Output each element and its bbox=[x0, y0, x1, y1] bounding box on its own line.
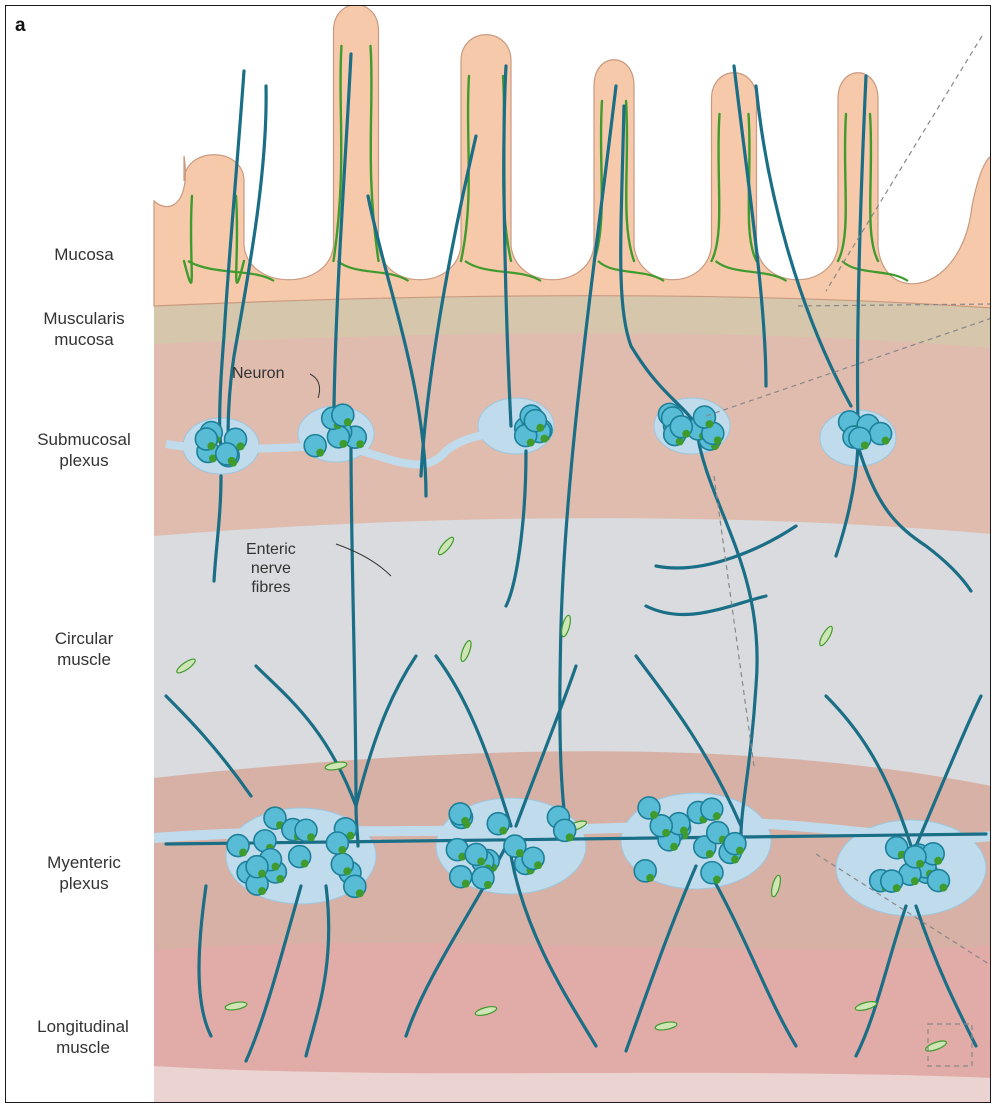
glial-cell bbox=[650, 811, 658, 819]
glial-cell bbox=[934, 857, 942, 865]
glial-cell bbox=[682, 430, 690, 438]
label-longitudinal-muscle: Longitudinal muscle bbox=[8, 1016, 158, 1058]
glial-cell bbox=[527, 439, 535, 447]
glial-cell bbox=[228, 457, 236, 465]
gut-wall-diagram bbox=[6, 6, 991, 1103]
label-circular-muscle: Circular muscle bbox=[14, 628, 154, 670]
glial-cell bbox=[461, 817, 469, 825]
glial-cell bbox=[516, 849, 524, 857]
glial-cell bbox=[706, 850, 714, 858]
glial-cell bbox=[736, 847, 744, 855]
label-myenteric-line-2: plexus bbox=[14, 873, 154, 894]
glial-cell bbox=[713, 812, 721, 820]
glial-cell bbox=[534, 861, 542, 869]
callout-fibres-line-2: nerve bbox=[246, 559, 296, 578]
label-longitudinal-line-1: Longitudinal bbox=[8, 1016, 158, 1037]
glial-cell bbox=[911, 877, 919, 885]
glial-cell bbox=[484, 881, 492, 889]
glial-cell bbox=[237, 442, 245, 450]
glial-cell bbox=[338, 846, 346, 854]
label-muscularis-line-1: Muscularis bbox=[14, 308, 154, 329]
glial-cell bbox=[356, 889, 364, 897]
label-submucosal-plexus: Submucosal plexus bbox=[10, 429, 158, 471]
glial-cell bbox=[339, 440, 347, 448]
glial-cell bbox=[713, 876, 721, 884]
glial-cell bbox=[536, 424, 544, 432]
glial-cell bbox=[272, 863, 280, 871]
glial-cell bbox=[731, 855, 739, 863]
glial-cell bbox=[861, 441, 869, 449]
glial-cell bbox=[499, 827, 507, 835]
glial-cell bbox=[670, 843, 678, 851]
panel-letter: a bbox=[15, 15, 26, 37]
label-muscularis-line-2: mucosa bbox=[14, 329, 154, 350]
glial-cell bbox=[540, 435, 548, 443]
glial-cell bbox=[714, 436, 722, 444]
glial-cell bbox=[676, 438, 684, 446]
glial-cell bbox=[705, 420, 713, 428]
glial-cell bbox=[893, 884, 901, 892]
label-mucosa: Mucosa bbox=[14, 244, 154, 265]
glial-cell bbox=[344, 418, 352, 426]
glial-cell bbox=[301, 860, 309, 868]
glial-cell bbox=[239, 849, 247, 857]
glial-cell bbox=[356, 440, 364, 448]
glial-cell bbox=[646, 874, 654, 882]
label-submucosal-line-1: Submucosal bbox=[10, 429, 158, 450]
label-myenteric-line-1: Myenteric bbox=[14, 852, 154, 873]
glial-cell bbox=[307, 833, 315, 841]
glial-cell bbox=[343, 867, 351, 875]
mucosa-layer bbox=[154, 6, 991, 308]
callout-neuron: Neuron bbox=[232, 364, 284, 383]
label-mucosa-line: Mucosa bbox=[14, 244, 154, 265]
glial-cell bbox=[258, 887, 266, 895]
callout-fibres-line-1: Enteric bbox=[246, 540, 296, 559]
glial-cell bbox=[258, 870, 266, 878]
glial-cell bbox=[477, 857, 485, 865]
glial-cell bbox=[939, 884, 947, 892]
label-muscularis-mucosa: Muscularis mucosa bbox=[14, 308, 154, 350]
glial-cell bbox=[916, 860, 924, 868]
glial-cell bbox=[316, 449, 324, 457]
glial-cell bbox=[462, 880, 470, 888]
glial-cell bbox=[680, 827, 688, 835]
callout-neuron-text: Neuron bbox=[232, 364, 284, 383]
label-circular-line-1: Circular bbox=[14, 628, 154, 649]
glial-cell bbox=[566, 833, 574, 841]
label-myenteric-plexus: Myenteric plexus bbox=[14, 852, 154, 894]
glial-cell bbox=[276, 875, 284, 883]
glial-cell bbox=[882, 437, 890, 445]
label-longitudinal-line-2: muscle bbox=[8, 1037, 158, 1058]
callout-fibres-line-3: fibres bbox=[246, 578, 296, 597]
callout-enteric-nerve-fibres: Enteric nerve fibres bbox=[246, 540, 296, 597]
glial-cell bbox=[662, 829, 670, 837]
label-submucosal-line-2: plexus bbox=[10, 450, 158, 471]
glial-cell bbox=[207, 442, 215, 450]
label-circular-line-2: muscle bbox=[14, 649, 154, 670]
figure-frame: a Mucosa Muscularis mucosa Submucosal pl… bbox=[5, 5, 991, 1103]
